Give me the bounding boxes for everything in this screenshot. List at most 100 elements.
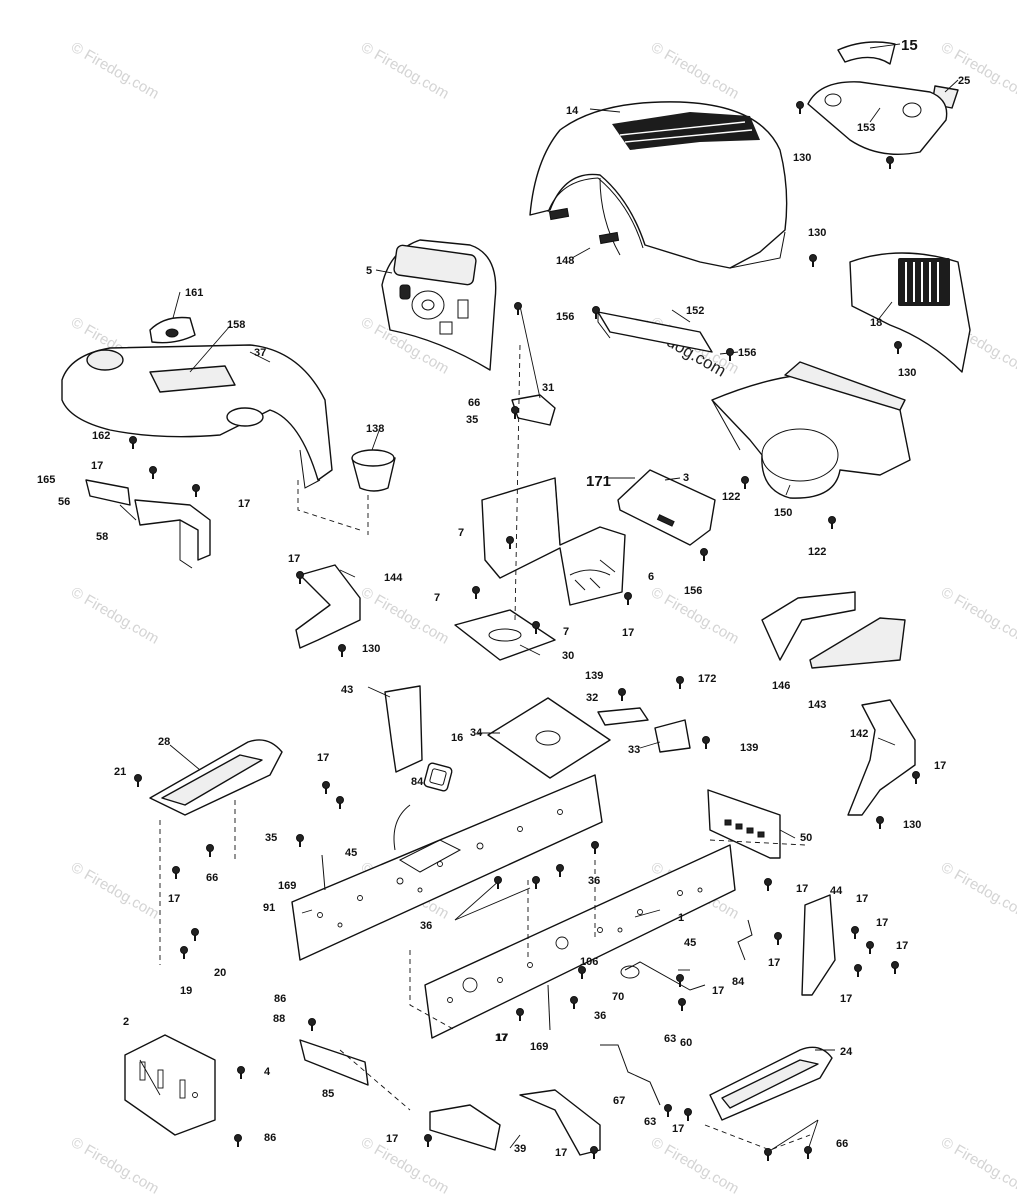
bolt-icon bbox=[664, 1104, 672, 1117]
label-144: 144 bbox=[384, 572, 403, 584]
bolt-icon bbox=[494, 876, 502, 889]
label-1: 1 bbox=[678, 912, 684, 924]
label-86-b: 86 bbox=[264, 1132, 276, 1144]
part-43-bracket bbox=[384, 685, 423, 773]
bolt-icon bbox=[854, 964, 862, 977]
label-19: 19 bbox=[180, 985, 192, 997]
bolt-icon bbox=[129, 436, 137, 449]
bolt-icon bbox=[796, 101, 804, 114]
bolt-icon bbox=[206, 844, 214, 857]
part-labels: 15 25 14 153 130 148 5 130 18 130 156 15… bbox=[37, 37, 970, 1159]
part-30-plate bbox=[454, 609, 556, 661]
label-158: 158 bbox=[227, 319, 245, 331]
label-4: 4 bbox=[264, 1066, 271, 1078]
label-17-p: 17 bbox=[496, 1032, 508, 1044]
watermark-text: © Firedog.com bbox=[68, 1134, 162, 1198]
label-44: 44 bbox=[830, 885, 843, 897]
label-138: 138 bbox=[366, 423, 384, 435]
label-17-o: 17 bbox=[495, 1032, 507, 1044]
label-17-i: 17 bbox=[856, 893, 868, 905]
label-130-a: 130 bbox=[793, 152, 811, 164]
label-36-a: 36 bbox=[588, 875, 600, 887]
label-130-d: 130 bbox=[362, 643, 380, 655]
bolt-icon bbox=[618, 688, 626, 701]
label-130-c: 130 bbox=[898, 367, 916, 379]
part-15-lens bbox=[837, 41, 896, 65]
bolt-icon bbox=[700, 548, 708, 561]
label-28: 28 bbox=[158, 736, 170, 748]
label-153: 153 bbox=[857, 122, 875, 134]
watermark-text: © Firedog.com bbox=[358, 39, 452, 103]
label-106: 106 bbox=[580, 956, 598, 968]
part-150-fender-pan bbox=[711, 361, 911, 499]
watermark-text: © Firedog.com bbox=[68, 39, 162, 103]
part-44-bracket bbox=[801, 894, 836, 996]
label-130-e: 130 bbox=[903, 819, 921, 831]
part-50-channel bbox=[707, 789, 781, 859]
label-17-f: 17 bbox=[317, 752, 329, 764]
label-37: 37 bbox=[254, 347, 266, 359]
label-2: 2 bbox=[123, 1016, 129, 1028]
bolt-icon bbox=[424, 1134, 432, 1147]
part-56-bracket bbox=[85, 479, 131, 506]
label-86-a: 86 bbox=[274, 993, 286, 1005]
label-7-a: 7 bbox=[458, 527, 464, 539]
part-32-bracket bbox=[597, 707, 649, 726]
bolt-icon bbox=[774, 932, 782, 945]
watermark-text: © Firedog.com bbox=[68, 859, 162, 923]
bolt-icon bbox=[886, 156, 894, 169]
label-84-a: 84 bbox=[411, 776, 424, 788]
bolt-icon bbox=[532, 621, 540, 634]
bolt-icon bbox=[296, 834, 304, 847]
bolt-icon bbox=[338, 644, 346, 657]
part-1-frame-rail bbox=[424, 844, 736, 1039]
bolt-icon bbox=[809, 254, 817, 267]
part-70-rod bbox=[620, 961, 706, 991]
label-25: 25 bbox=[958, 75, 970, 87]
part-169-rod bbox=[321, 854, 551, 1031]
label-172: 172 bbox=[698, 673, 716, 685]
watermark-text: © Firedog.com bbox=[938, 1134, 1017, 1198]
label-63-a: 63 bbox=[664, 1033, 676, 1045]
label-17-d: 17 bbox=[288, 553, 300, 565]
part-16-bumper bbox=[423, 762, 453, 792]
part-143-cover bbox=[809, 617, 906, 669]
part-18-grille bbox=[849, 252, 971, 373]
label-139-a: 139 bbox=[585, 670, 603, 682]
label-70: 70 bbox=[612, 991, 624, 1003]
label-17-q: 17 bbox=[672, 1123, 684, 1135]
label-67: 67 bbox=[613, 1095, 625, 1107]
part-144-bracket bbox=[295, 564, 361, 649]
label-36-b: 36 bbox=[420, 920, 432, 932]
part-31-bracket bbox=[511, 394, 556, 426]
bolt-icon bbox=[891, 961, 899, 974]
label-17-l: 17 bbox=[896, 940, 908, 952]
bolt-icon bbox=[516, 1008, 524, 1021]
label-169-a: 169 bbox=[278, 880, 296, 892]
bolt-icon bbox=[506, 536, 514, 549]
watermark-text: © Firedog.com bbox=[938, 584, 1017, 648]
label-146: 146 bbox=[772, 680, 790, 692]
label-35-b: 35 bbox=[265, 832, 277, 844]
part-39-brackets bbox=[429, 1089, 601, 1156]
label-15: 15 bbox=[901, 37, 918, 54]
bolt-icon bbox=[578, 966, 586, 979]
part-34-seat-plate bbox=[487, 697, 611, 779]
label-14: 14 bbox=[566, 105, 579, 117]
label-169-b: 169 bbox=[530, 1041, 548, 1053]
watermark-text: © Firedog.com bbox=[68, 584, 162, 648]
bolt-icon bbox=[180, 946, 188, 959]
label-91: 91 bbox=[263, 902, 275, 914]
label-156-b: 156 bbox=[738, 347, 756, 359]
bolt-icon bbox=[511, 406, 519, 419]
label-142: 142 bbox=[850, 728, 868, 740]
bolt-icon bbox=[149, 466, 157, 479]
label-43: 43 bbox=[341, 684, 353, 696]
label-17-a: 17 bbox=[91, 460, 103, 472]
bolt-icon bbox=[308, 1018, 316, 1031]
bolt-icon bbox=[590, 1146, 598, 1159]
label-17-n: 17 bbox=[712, 985, 724, 997]
bolt-icon bbox=[336, 796, 344, 809]
label-45-a: 45 bbox=[345, 847, 357, 859]
